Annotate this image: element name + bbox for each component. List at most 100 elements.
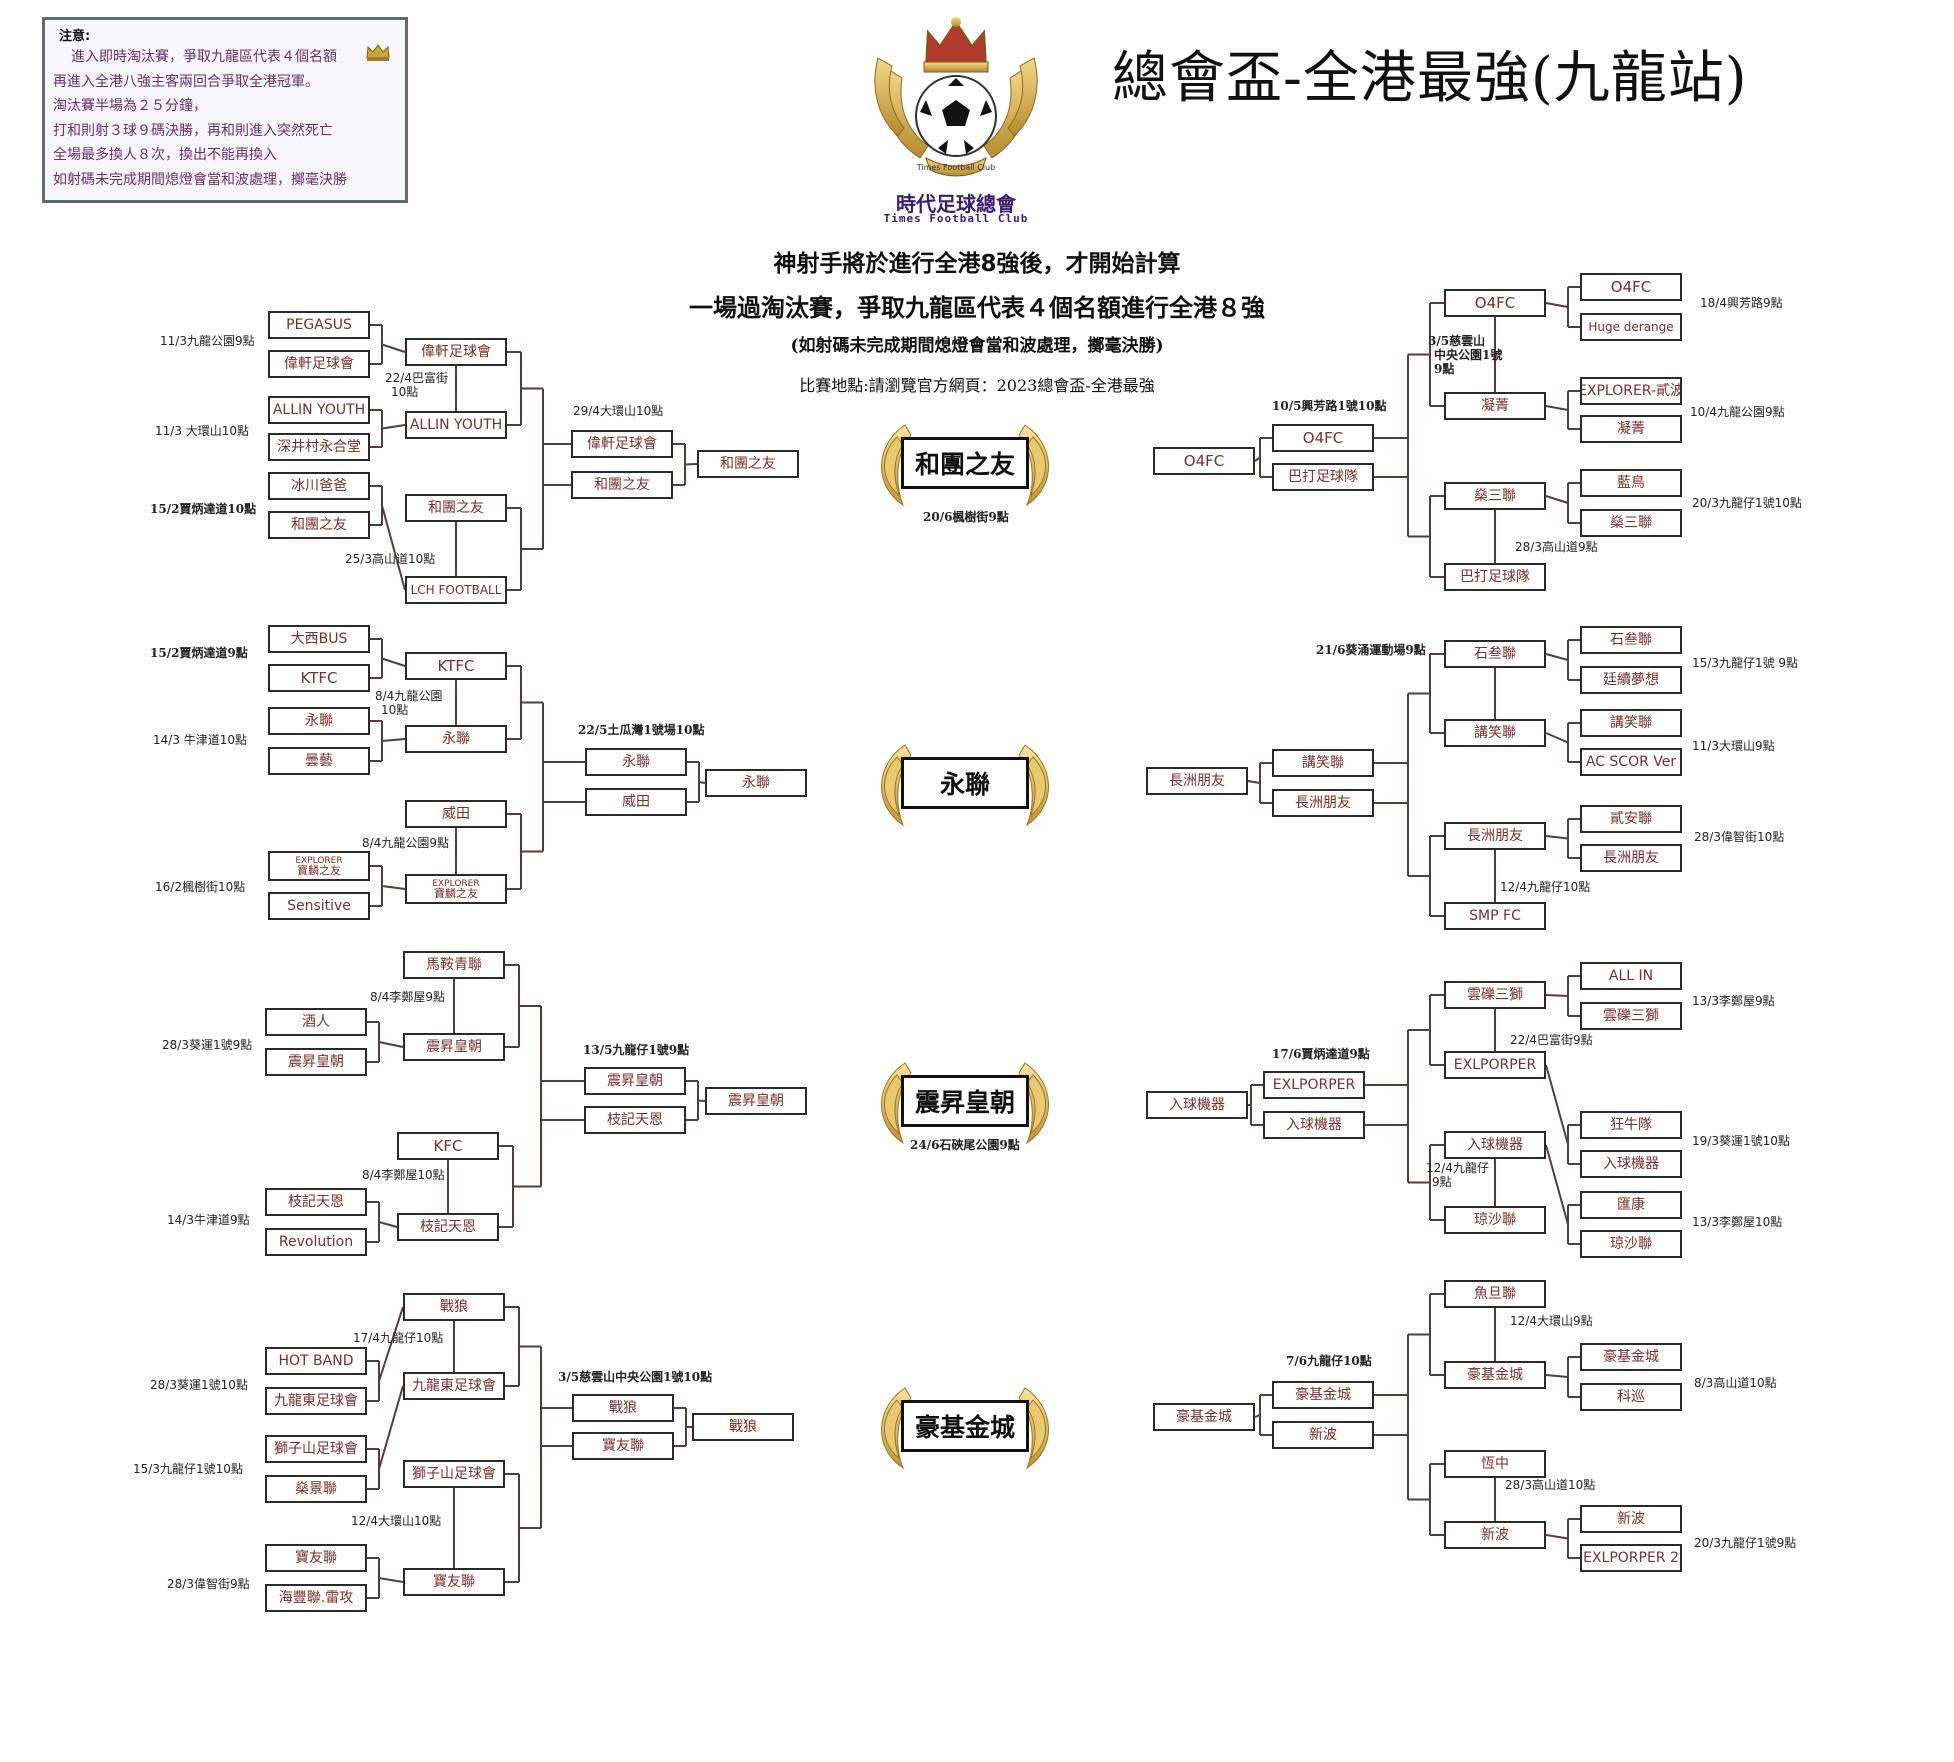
match-note-line: 28/3偉智街9點 [167,1577,250,1591]
team-box-r1-3a: 藍鳥 [1580,469,1682,497]
subtitle-format: 一場過淘汰賽，爭取九龍區代表４個名額進行全港８強 [689,294,1265,322]
match-note-line: 8/3高山道10點 [1694,1376,1777,1390]
match-note: 19/3葵運1號10點 [1692,1134,1790,1148]
bracket-connector [697,1099,706,1102]
notice-line: 全場最多換人８次，換出不能再換入 [53,147,277,163]
match-note: 20/3九龍仔1號10點 [1692,496,1802,510]
match-note: 18/4興芳路9點 [1700,296,1783,310]
club-name-cn: 時代足球總會 [896,192,1016,216]
team-box-r4-q2: 新波 [1272,1421,1374,1449]
bracket-connector [1254,1414,1261,1418]
bracket-connector [378,1306,404,1382]
match-note: 25/3高山道10點 [345,552,435,566]
team-box-r2-r1c: 長洲朋友 [1444,822,1546,850]
match-note: 22/5土瓜灣1號場10點 [578,723,704,737]
page-title: 總會盃-全港最強(九龍站) [1112,46,1748,111]
team-box-l4-r1a: 戰狼 [403,1293,505,1321]
match-note: 10/4九龍公園9點 [1690,405,1785,419]
match-note-line: 28/3高山道9點 [1515,540,1598,554]
team-box-l3-2b: Revolution [265,1228,367,1256]
match-note: 11/3 大環山10點 [155,424,249,438]
match-note-line: 8/4九龍公園 [375,689,443,703]
team-box-r1-1b: Huge derange [1580,313,1682,341]
match-note-line: 22/4巴富街9點 [1510,1033,1593,1047]
team-box-r3-3b: 琼沙聯 [1580,1230,1682,1258]
crown-icon [366,44,390,61]
team-box-l3-1b: 震昇皇朝 [265,1048,367,1076]
team-box-l2-1a: 大西BUS [268,625,370,653]
match-note-line: 13/3李鄭屋10點 [1692,1215,1783,1229]
team-box-l1-s: 和團之友 [697,450,799,478]
subtitle-scorer: 神射手將於進行全港8強後，才開始計算 [773,251,1181,277]
champion-box: 永聯 [901,757,1029,809]
match-note-line: 13/3李鄭屋9點 [1692,994,1775,1008]
match-note: 28/3葵運1號9點 [162,1038,252,1052]
team-box-r4-q1: 豪基金城 [1272,1381,1374,1409]
match-note: 8/4李鄭屋10點 [362,1168,445,1182]
match-note-line: 12/4大環山9點 [1510,1314,1593,1328]
match-note: 17/4九龍仔10點 [353,1331,443,1345]
champion-box: 震昇皇朝 [901,1075,1029,1127]
match-note-line: 28/3葵運1號10點 [150,1378,248,1392]
match-note: 15/3九龍仔1號 9點 [1692,656,1798,670]
match-note: 8/4九龍公園9點 [362,836,449,850]
bracket-connector [378,1041,404,1048]
team-box-l2-q1: 永聯 [585,748,687,776]
team-box-r3-r1b: EXLPORPER [1444,1051,1546,1079]
match-note-line: 14/3 牛津道10點 [153,733,248,747]
team-box-l4-1b: 九龍東足球會 [265,1387,367,1415]
match-note-line: 11/3大環山9點 [1692,739,1775,753]
team-box-l3-q1: 震昇皇朝 [584,1067,686,1095]
team-box-line: 寶麟之友 [297,864,341,877]
team-box-r3-1b: 雲礫三獅 [1580,1002,1682,1030]
champion-box: 和團之友 [901,437,1029,489]
team-box-l4-q2: 寶友聯 [572,1432,674,1460]
match-note-line: 28/3葵運1號9點 [162,1038,253,1052]
match-note-line: 9點 [1432,1175,1452,1189]
match-note-line: 12/4大環山10點 [351,1514,442,1528]
team-box-l4-r1c: 獅子山足球會 [403,1460,505,1488]
team-box-l1-q2: 和團之友 [571,471,673,499]
match-note: 3/5慈雲山中央公園1號10點 [558,1370,712,1384]
match-note-line: 17/4九龍仔10點 [353,1331,444,1345]
match-note-line: 10/5興芳路1號10點 [1272,399,1387,413]
bracket-connector [1545,1534,1569,1540]
team-box-l1-q1: 偉軒足球會 [571,430,673,458]
team-box-l4-r1d: 寶友聯 [403,1568,505,1596]
notice-title: 注意: [59,29,91,44]
bracket-connector [378,1577,404,1583]
match-note-line: 中央公園1號 [1434,348,1503,362]
match-note: 13/5九龍仔1號9點 [583,1043,689,1057]
team-box-r3-r1a: 雲礫三獅 [1444,981,1546,1009]
team-box-r3-r1c: 入球機器 [1444,1131,1546,1159]
team-box-l3-r1b: 震昇皇朝 [403,1033,505,1061]
bracket-connector [1545,405,1569,411]
team-box-r2-1a: 石叁聯 [1580,626,1682,654]
logo-ribbon: Times Football Club [916,163,995,172]
match-note-line: 8/4九龍公園9點 [362,836,449,850]
team-box-l3-r1d: 枝記天恩 [397,1213,499,1241]
team-box-r2-r1a: 石叁聯 [1444,640,1546,668]
team-box-r2-r1d: SMP FC [1444,902,1546,930]
team-box-r4-r1a: 魚旦聯 [1444,1280,1546,1308]
team-box-r2-s: 長洲朋友 [1146,767,1248,795]
match-note-line: 29/4大環山10點 [573,404,664,418]
match-note: 12/4大環山9點 [1510,1314,1593,1328]
team-box-l1-r1a: 偉軒足球會 [405,338,507,366]
bracket-connector [1545,302,1569,308]
team-box-r1-r1b: 凝菁 [1444,392,1546,420]
match-note-line: 10點 [391,385,419,399]
team-box-r2-1b: 廷續夢想 [1580,666,1682,694]
match-note: 20/3九龍仔1號9點 [1694,1536,1796,1550]
team-box-r3-2a: 狂牛隊 [1580,1111,1682,1139]
team-box-l3-r1a: 馬鞍青聯 [403,951,505,979]
team-box-l3-1a: 酒人 [265,1008,367,1036]
team-box-r1-1a: O4FC [1580,273,1682,301]
team-box-l3-r1c: KFC [397,1132,499,1160]
match-note: 8/4李鄭屋9點 [370,990,445,1004]
team-box-r3-q2: 入球機器 [1263,1111,1365,1139]
